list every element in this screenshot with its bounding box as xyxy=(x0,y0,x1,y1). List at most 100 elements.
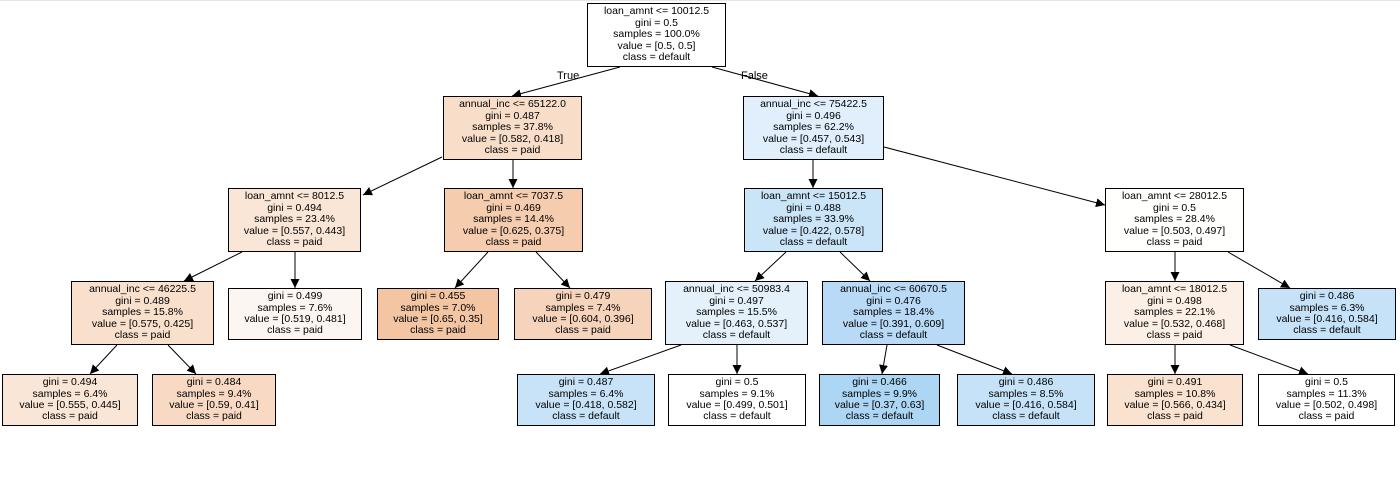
node-text-line: gini = 0.494 xyxy=(267,201,322,214)
node-text-line: gini = 0.494 xyxy=(42,376,98,389)
node-text-line: samples = 14.4% xyxy=(473,213,554,226)
node-text-line: annual_inc <= 60670.5 xyxy=(840,283,947,296)
node-text-line: gini = 0.476 xyxy=(866,294,921,307)
node-text-line: class = default xyxy=(779,236,848,249)
node-text-line: value = [0.422, 0.578] xyxy=(762,224,865,237)
node-text-line: samples = 7.0% xyxy=(400,301,476,314)
node-text-line: samples = 62.2% xyxy=(773,121,854,134)
node-text-line: value = [0.416, 0.584] xyxy=(975,399,1077,411)
node-text-line: gini = 0.455 xyxy=(410,290,466,303)
node-text-line: class = paid xyxy=(266,236,323,249)
node-text-line: value = [0.37, 0.63] xyxy=(834,399,925,411)
edge-n11-n17 xyxy=(599,344,682,376)
node-text-line: gini = 0.466 xyxy=(852,376,907,389)
node-text-line: value = [0.391, 0.609] xyxy=(842,317,945,330)
edge-n5-n11 xyxy=(754,251,787,282)
node-text-line: value = [0.575, 0.425] xyxy=(91,317,194,330)
node-text-line: gini = 0.498 xyxy=(1147,294,1202,307)
node-text-line: value = [0.418, 0.582] xyxy=(535,399,637,411)
node-text-line: loan_amnt <= 10012.5 xyxy=(603,5,710,18)
node-text-line: class = default xyxy=(622,51,691,64)
node-text-line: class = paid xyxy=(1298,410,1355,423)
node-text-line: annual_inc <= 50983.4 xyxy=(683,283,790,296)
node-text-line: samples = 22.1% xyxy=(1134,306,1215,319)
node-text-line: gini = 0.484 xyxy=(186,376,242,389)
edge-n5-n12 xyxy=(839,251,871,282)
node-text-line: gini = 0.496 xyxy=(786,109,841,122)
edge-n12-n19 xyxy=(879,344,888,375)
node-text-line: samples = 33.9% xyxy=(773,213,854,226)
edge-label-false: False xyxy=(741,70,768,82)
edge-n12-n20 xyxy=(936,344,1013,375)
node-text-line: samples = 7.4% xyxy=(545,301,621,314)
node-text-line: value = [0.519, 0.481] xyxy=(244,313,346,325)
node-text-line: class = paid xyxy=(410,324,466,337)
node-text-line: value = [0.416, 0.584] xyxy=(1276,313,1378,325)
node-text-line: class = paid xyxy=(485,236,542,249)
node-text-line: class = default xyxy=(1293,324,1361,337)
node-text-line: class = paid xyxy=(555,324,611,337)
node-text-line: class = default xyxy=(845,410,914,423)
node-text-line: samples = 100.0% xyxy=(613,28,700,41)
node-text-line: value = [0.457, 0.543] xyxy=(762,132,865,145)
node-text-line: loan_amnt <= 18012.5 xyxy=(1121,283,1228,296)
node-text-line: gini = 0.5 xyxy=(1305,376,1348,389)
node-text-line: loan_amnt <= 8012.5 xyxy=(244,190,345,203)
node-text-line: gini = 0.479 xyxy=(555,290,611,303)
node-text-line: class = paid xyxy=(267,324,323,337)
node-text-line: class = paid xyxy=(42,410,98,423)
edge-n4-n9 xyxy=(454,251,489,289)
node-text-line: gini = 0.491 xyxy=(1147,376,1203,389)
node-text-line: gini = 0.5 xyxy=(1153,201,1196,214)
node-text-line: class = paid xyxy=(114,329,171,342)
node-text-line: samples = 15.8% xyxy=(102,306,183,319)
edge-n0-n2 xyxy=(711,66,819,98)
edge-n2-n6 xyxy=(883,146,1106,208)
edge-n7-n16 xyxy=(167,344,197,375)
node-text-line: value = [0.5, 0.5] xyxy=(617,39,696,52)
node-text-line: loan_amnt <= 7037.5 xyxy=(463,190,564,203)
node-text-line: value = [0.502, 0.498] xyxy=(1275,399,1378,411)
node-text-line: samples = 7.6% xyxy=(257,301,333,314)
node-text-line: class = default xyxy=(779,144,848,157)
node-text-line: samples = 9.9% xyxy=(842,387,917,400)
edge-n7-n15 xyxy=(89,344,118,375)
node-text-line: value = [0.59, 0.41] xyxy=(169,399,259,411)
node-text-line: value = [0.499, 0.501] xyxy=(686,399,788,411)
node-text-line: annual_inc <= 65122.0 xyxy=(459,98,566,111)
node-text-line: gini = 0.5 xyxy=(635,16,678,29)
node-text-line: gini = 0.469 xyxy=(486,201,541,214)
node-text-line: gini = 0.486 xyxy=(998,376,1054,389)
node-text-line: samples = 37.8% xyxy=(472,121,553,134)
node-text-line: samples = 23.4% xyxy=(254,213,335,226)
node-text-line: gini = 0.499 xyxy=(267,290,323,303)
node-text-line: value = [0.532, 0.468] xyxy=(1123,317,1226,330)
node-text-line: class = paid xyxy=(1146,236,1203,249)
node-text-line: annual_inc <= 46225.5 xyxy=(89,283,196,296)
node-text-line: class = paid xyxy=(1147,410,1203,423)
node-text-line: value = [0.555, 0.445] xyxy=(19,399,121,411)
node-text-line: class = default xyxy=(703,410,771,423)
node-text-line: class = paid xyxy=(1146,329,1203,342)
node-text-line: samples = 9.4% xyxy=(176,387,252,400)
node-text-line: samples = 9.1% xyxy=(699,387,775,400)
node-text-line: class = default xyxy=(702,329,771,342)
node-text-line: value = [0.582, 0.418] xyxy=(461,132,564,145)
node-text-line: class = default xyxy=(859,329,928,342)
node-text-line: class = paid xyxy=(484,144,541,157)
node-text-line: samples = 6.4% xyxy=(32,387,108,400)
edge-n3-n7 xyxy=(183,251,243,282)
node-text-line: gini = 0.487 xyxy=(485,109,540,122)
node-text-line: samples = 6.4% xyxy=(548,387,624,400)
